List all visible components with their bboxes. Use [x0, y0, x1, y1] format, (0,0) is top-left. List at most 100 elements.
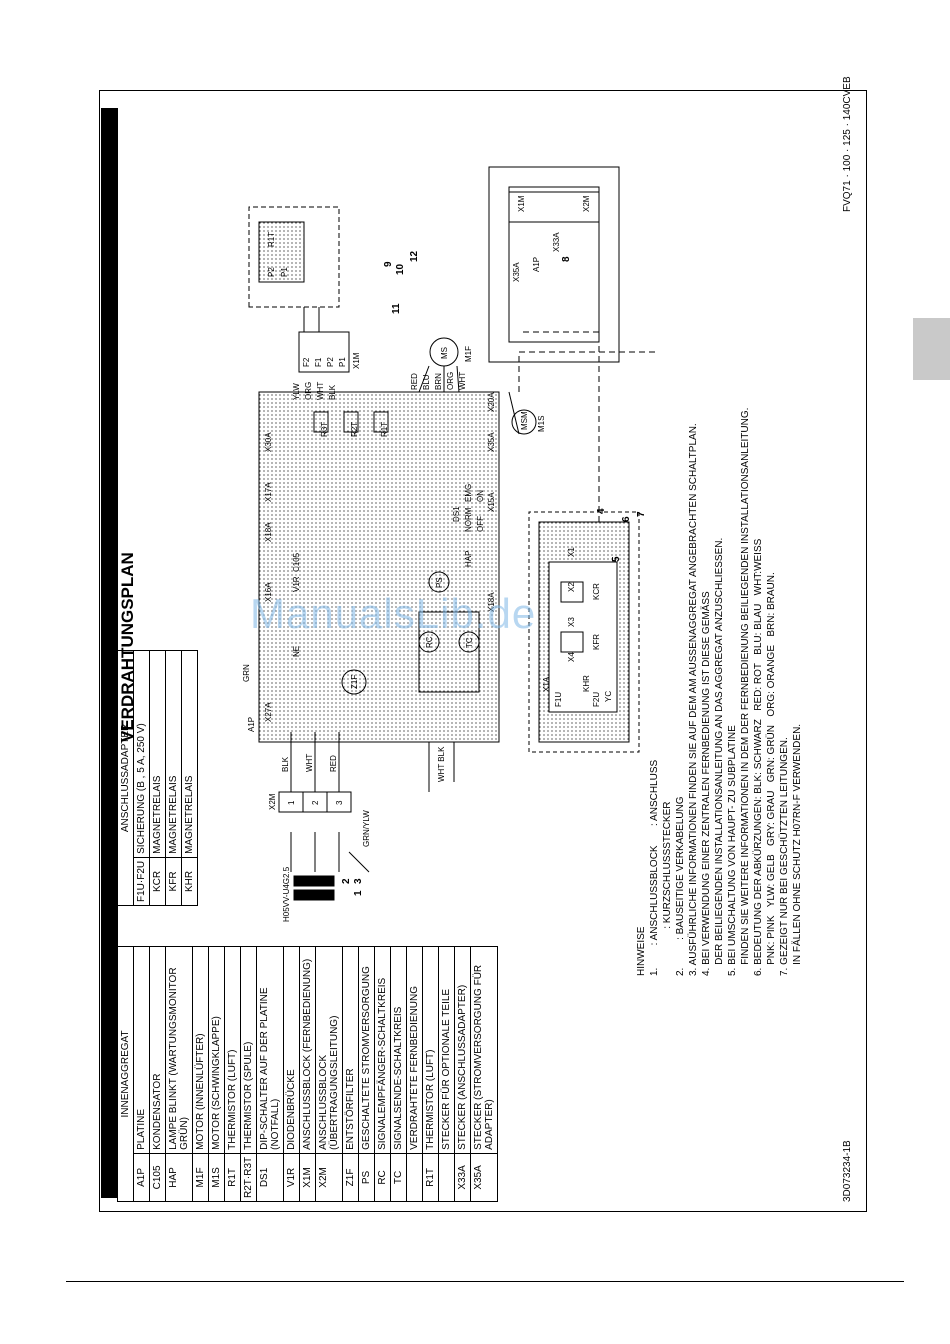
relay-kfr [560, 631, 584, 653]
x1m-pin-f2: F2 [302, 357, 311, 367]
m1f-label: M1F [464, 346, 473, 362]
z1f-label: Z1F [350, 675, 359, 689]
r2t-label: R2T [350, 422, 359, 437]
bottom-rule [66, 1281, 904, 1282]
conn-x15a: X15A [487, 492, 496, 512]
x2m-terminal-3: 3 [335, 800, 344, 805]
ps-label: PS [435, 577, 444, 588]
x2m-terminal-1: 1 [287, 800, 296, 805]
x2m-terminal-2: 2 [311, 800, 320, 805]
callout-7: 7 [636, 511, 647, 517]
page-tab [913, 318, 950, 380]
adapter-x4: X4 [567, 652, 576, 662]
x1m-pin-p2: P2 [326, 357, 335, 367]
adapter-x2: X2 [567, 582, 576, 592]
inset-x33a: X33A [552, 232, 561, 252]
remote-pin-p2: P2 [267, 267, 276, 277]
tc-label: TC [465, 637, 474, 648]
m1f-wire-brn: BRN [434, 373, 443, 390]
adapter-x1: X1 [567, 547, 576, 557]
title-bar [101, 108, 118, 1198]
adapter-enclosure [528, 511, 640, 753]
remote-pin-p1: P1 [280, 267, 289, 277]
conn-x20a: X20A [487, 392, 496, 412]
m1f-wire-org: ORG [446, 372, 455, 390]
m1s-label: M1S [537, 416, 546, 432]
r2t-thermistor [343, 411, 359, 433]
inset-x1m: X1M [517, 195, 526, 212]
x1m-wire-blk: BLK [328, 384, 337, 400]
x1m-wire-wht: WHT [316, 382, 325, 400]
wiring-diagram: X2M 1 2 3 H05VV-U4G2.5 BLK WHT RED WHT B… [242, 166, 659, 922]
cable-label: H05VV-U4G2.5 [282, 866, 291, 922]
a1p-label: A1P [247, 717, 256, 732]
remote-controller-box [248, 206, 340, 308]
relay-kcr [560, 581, 584, 603]
inset-a1p: A1P [532, 257, 541, 272]
c105-label: C105 [292, 552, 301, 572]
drawing-frame [99, 90, 867, 1212]
swing-motor-m1s [511, 409, 537, 435]
conn-x18a-b: X18A [487, 592, 496, 612]
hap-label: HAP [464, 551, 473, 567]
ds1-emg: EMG [464, 484, 473, 502]
ps-supply [428, 571, 450, 593]
callout-4: 4 [596, 508, 607, 514]
callout-10: 10 [395, 263, 406, 275]
r3t-thermistor [313, 411, 329, 433]
remote-r1t: R1T [267, 232, 276, 247]
x1m-label: X1M [352, 352, 361, 369]
r3t-label: R3T [320, 422, 329, 437]
ds1-norm: NORM [464, 507, 473, 532]
m1f-wire-blu: BLU [422, 374, 431, 390]
x1m-wire-ylw: YLW [292, 383, 301, 400]
v1r-label: V1R [292, 576, 301, 592]
wire-red: RED [329, 755, 338, 772]
yc-label: YC [604, 691, 613, 702]
wire-blk: BLK [281, 756, 290, 772]
conn-x16a: X16A [264, 582, 273, 602]
x1m-wire-org: ORG [304, 382, 313, 400]
main-board-a1p [258, 391, 500, 743]
callout-6: 6 [621, 516, 632, 522]
rc-label: RC [425, 636, 434, 648]
conn-x35a: X35A [487, 432, 496, 452]
m1f-inner: MS [440, 347, 449, 359]
r1t-thermistor [373, 411, 389, 433]
khr-label: KHR [582, 675, 591, 692]
x1m-pin-p1: P1 [338, 357, 347, 367]
ne-label: NE [292, 646, 301, 657]
z1f-filter [341, 669, 367, 695]
inset-x2m: X2M [582, 195, 591, 212]
inset-diagram [488, 166, 620, 363]
callout-11: 11 [391, 303, 402, 314]
ds1-on: ON [476, 490, 485, 502]
kfr-label: KFR [592, 634, 601, 650]
inset-x35a: X35A [512, 262, 521, 282]
conn-x18a: X18A [264, 522, 273, 542]
ds1-label: DS1 [452, 506, 461, 522]
rotated-sheet: 3D073234-1B FVQ71 · 100 · 125 · 140CVEB … [99, 76, 867, 1212]
grn-label: GRN [242, 664, 251, 682]
kcr-label: KCR [592, 583, 601, 600]
f1u-label: F1U [554, 692, 563, 707]
wire-wht: WHT [305, 754, 314, 772]
callout-8: 8 [561, 256, 572, 262]
callout-12: 12 [409, 250, 420, 262]
x2m-label: X2M [268, 793, 277, 810]
f2u-label: F2U [592, 692, 601, 707]
callout-1: 1 [353, 890, 364, 896]
callout-5: 5 [611, 556, 622, 562]
callout-9: 9 [383, 261, 394, 267]
m1f-wire-wht: WHT [458, 372, 467, 390]
conn-x30a: X30A [264, 432, 273, 452]
adapter-x3: X3 [567, 617, 576, 627]
callout-2: 2 [341, 878, 352, 884]
wire-wht-blk: WHT BLK [437, 746, 446, 782]
m1f-wire-red: RED [410, 373, 419, 390]
callout-3: 3 [353, 878, 364, 884]
watermark: ManualsLib.de [250, 590, 537, 637]
m1s-inner: MSM [520, 411, 529, 430]
conn-x1a: X1A [542, 676, 551, 692]
conn-x17a: X17A [264, 482, 273, 502]
